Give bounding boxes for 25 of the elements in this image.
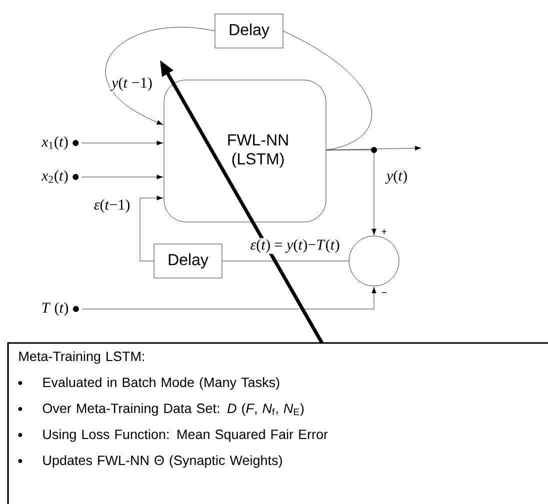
delay-box: Delay xyxy=(154,244,222,278)
signal-arrow xyxy=(106,27,215,125)
bullet-item: Over Meta-Training Data Set: D (F, N$_{f}$, N$_{E}$) xyxy=(42,403,304,416)
summing-junction xyxy=(348,236,400,286)
panel-heading: Meta-Training LSTM: xyxy=(19,351,144,364)
input-label: x$_{1}$(t) xyxy=(41,136,68,150)
bullet-item: Using Loss Function: Mean Squared Fair Error xyxy=(43,429,328,442)
sign-label: + xyxy=(382,229,387,234)
edge-label: y(t) xyxy=(385,169,409,185)
signal-arrow xyxy=(82,286,376,310)
description-panel xyxy=(7,342,548,504)
input-label: T (t) xyxy=(42,302,68,316)
edge-label: y(t −1) xyxy=(110,76,154,92)
bullet-item: Updates FWL-NN Θ (Synaptic Weights) xyxy=(43,455,282,468)
signal-arrow xyxy=(326,150,376,236)
edge-label: ε(t−1) xyxy=(92,198,132,214)
input-label: x$_{2}$(t) xyxy=(41,170,68,184)
delay-box: Delay xyxy=(214,14,284,48)
bullet-item: Evaluated in Batch Mode (Many Tasks) xyxy=(43,377,280,390)
edge-label: ε(t) = y(t)−T(t) xyxy=(249,238,341,254)
signal-arrow xyxy=(140,196,164,262)
sign-label: − xyxy=(382,292,387,293)
network-box: FWL-NN (LSTM) xyxy=(164,80,326,222)
signal-arrow xyxy=(81,174,164,180)
signal-arrow xyxy=(81,140,164,146)
